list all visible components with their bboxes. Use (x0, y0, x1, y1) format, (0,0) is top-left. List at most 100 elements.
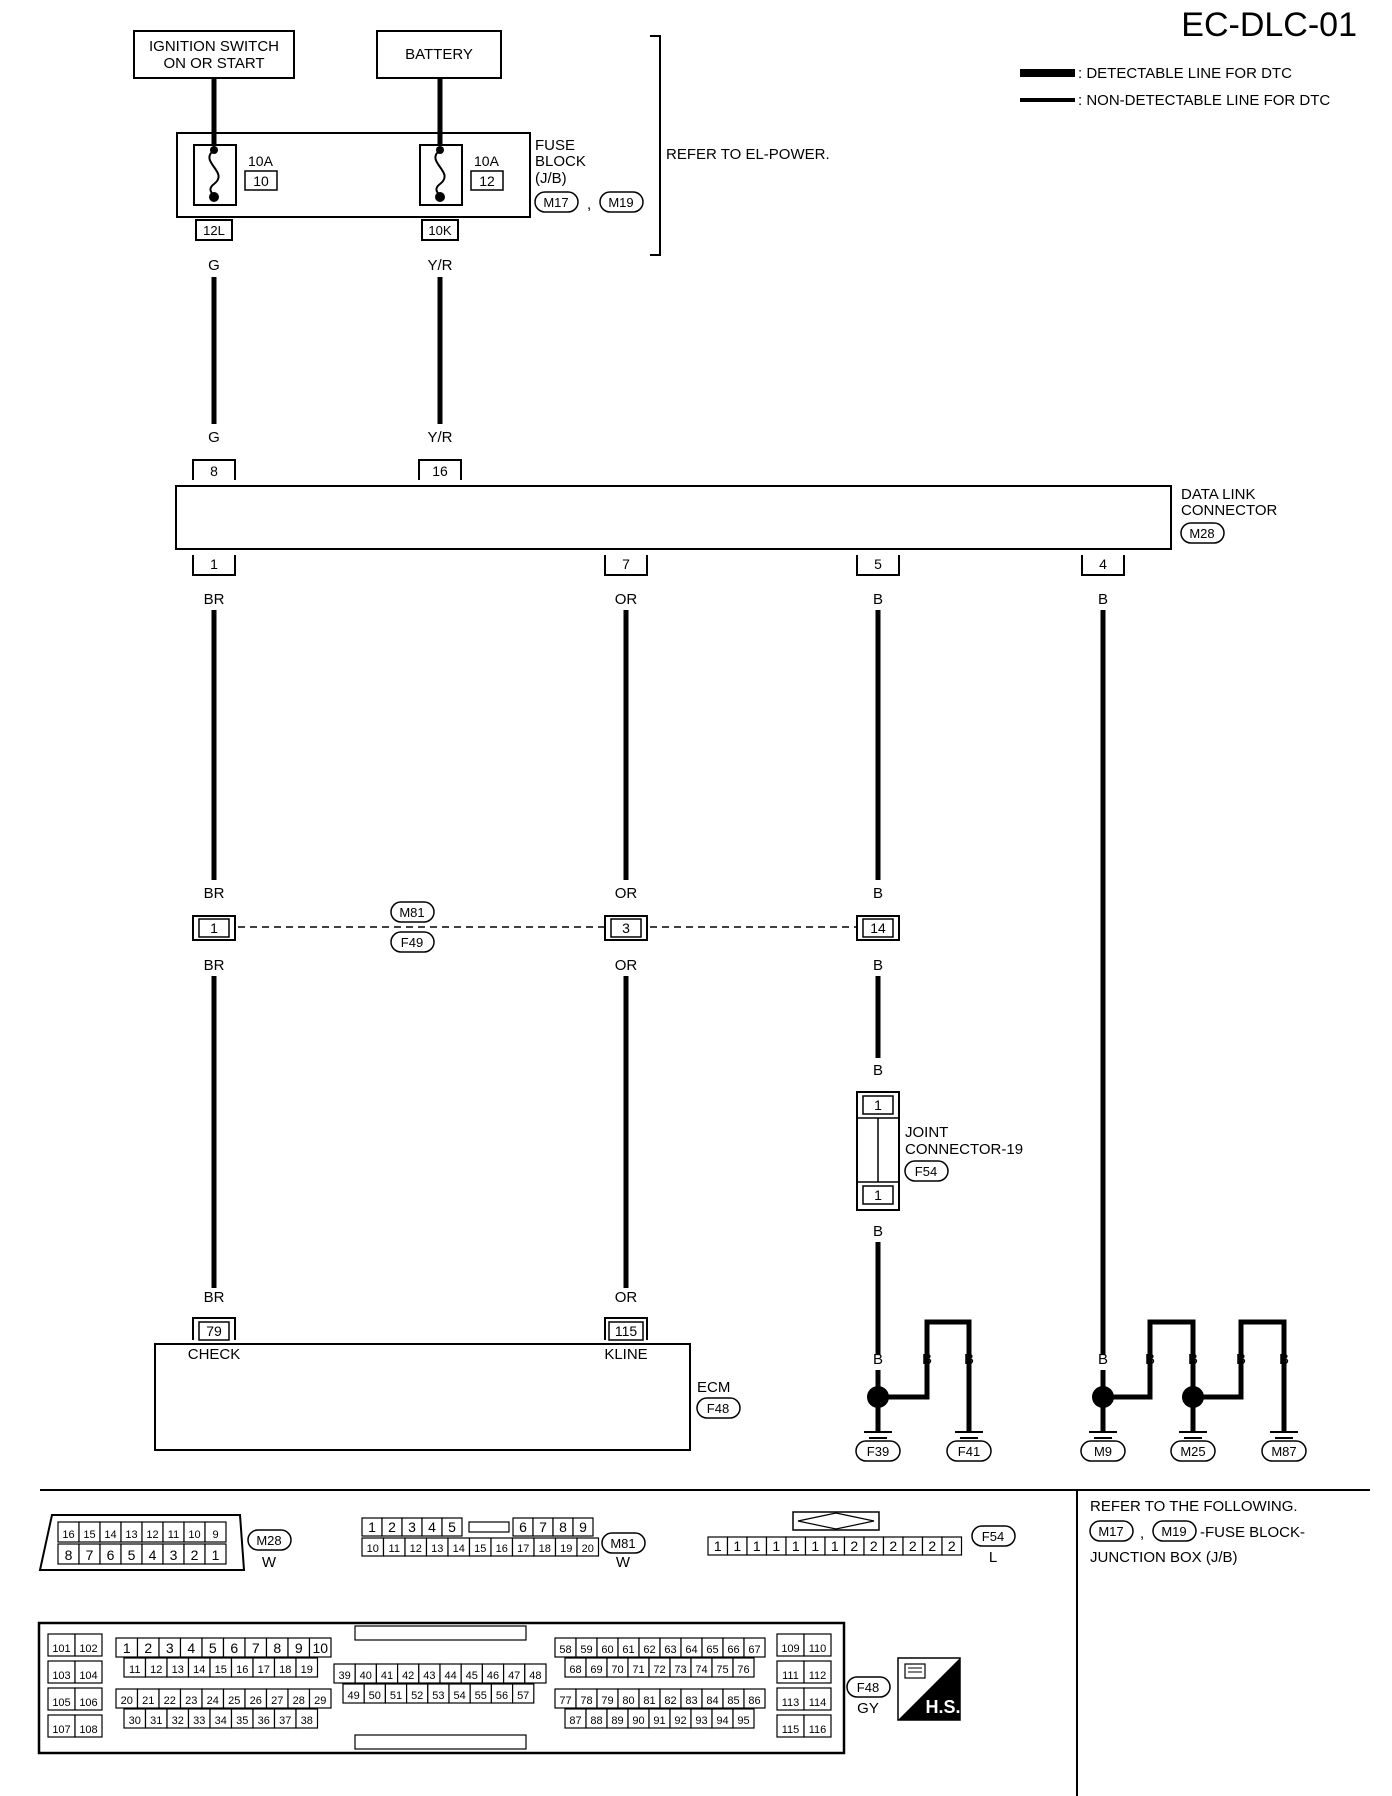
f48-cavity-84: 84 (706, 1695, 718, 1707)
f48-top-lock (354, 1625, 527, 1641)
ground-wire-color-1: B (873, 1351, 883, 1368)
f48-cavity-115: 115 (782, 1724, 800, 1736)
ground-symbol-m9: M9 (1080, 1431, 1126, 1462)
f48-cavity-59: 59 (580, 1644, 592, 1656)
wire-color-b-6: B (873, 1223, 883, 1240)
f48-cavity-113: 113 (782, 1697, 800, 1709)
f48-cavity-10: 10 (312, 1640, 328, 1656)
m28-cavity-5: 5 (128, 1547, 136, 1563)
refer-following-line3: JUNCTION BOX (J/B) (1090, 1549, 1238, 1566)
f48-cavity-box (803, 1714, 832, 1738)
ground-symbol-m87: M87 (1261, 1431, 1307, 1462)
f48-cavity-17: 17 (258, 1664, 270, 1676)
f48-cavity-111: 111 (782, 1670, 799, 1682)
f48-cavity-34: 34 (215, 1715, 227, 1727)
m28-cavity-box (204, 1543, 227, 1565)
f48-cavity-box (732, 1657, 755, 1678)
m81-cavity-18: 18 (539, 1543, 551, 1555)
m81-cavity-5: 5 (448, 1519, 456, 1535)
wire-color-br-2: BR (204, 885, 225, 902)
f48-cavity-67: 67 (748, 1644, 760, 1656)
fuse-12-amp: 10A (474, 153, 500, 169)
f48-cavity-box (295, 1708, 319, 1729)
f54-cavity-2: 2 (850, 1538, 858, 1554)
f54-cavity-1: 1 (792, 1538, 800, 1554)
fuse-block-label-3: (J/B) (535, 170, 567, 187)
f48-cavity-88: 88 (590, 1715, 602, 1727)
f48-cavity-94: 94 (716, 1715, 728, 1727)
f48-cavity-4: 4 (187, 1640, 195, 1656)
f48-cavity-39: 39 (338, 1670, 350, 1682)
f48-cavity-18: 18 (279, 1664, 291, 1676)
f48-cavity-51: 51 (390, 1690, 402, 1702)
m28-cavity-14: 14 (104, 1529, 116, 1541)
f48-cavity-90: 90 (632, 1715, 644, 1727)
fuse-block-conn-separator: , (587, 196, 591, 213)
f48-cavity-23: 23 (185, 1695, 197, 1707)
f48-cavity-105: 105 (52, 1697, 70, 1709)
f48-cavity-48: 48 (529, 1670, 541, 1682)
f54-cavity-2: 2 (870, 1538, 878, 1554)
f48-cavity-57: 57 (517, 1690, 529, 1702)
f48-cavity-49: 49 (347, 1690, 359, 1702)
f48-bottom-lock (354, 1734, 527, 1750)
joint-pin-top: 1 (874, 1097, 882, 1113)
m81-cavity-3: 3 (408, 1519, 416, 1535)
f54-cavity-1: 1 (772, 1538, 780, 1554)
dlc-pin-4: 4 (1099, 556, 1107, 572)
f48-cavity-1: 1 (123, 1640, 131, 1656)
dlc-label-2: CONNECTOR (1181, 502, 1278, 519)
f48-cavity-2: 2 (144, 1640, 152, 1656)
f48-cavity-43: 43 (423, 1670, 435, 1682)
dlc-pin-1: 1 (210, 556, 218, 572)
m81-cavity-6: 6 (519, 1519, 527, 1535)
m81-lock-tab (468, 1521, 510, 1533)
f48-cavity-box (295, 1657, 319, 1678)
f48-cavity-7: 7 (252, 1640, 260, 1656)
inline-conn-m81: M81 (399, 905, 424, 920)
m28-cavity-box (204, 1521, 227, 1543)
view-f54-code: F54 (982, 1529, 1004, 1544)
ecm-pin-79: 79 (206, 1323, 222, 1339)
f48-cavity-102: 102 (79, 1643, 97, 1655)
ground-m87: M87 (1271, 1444, 1296, 1459)
joint-pin-bottom: 1 (874, 1187, 882, 1203)
f48-cavity-70: 70 (611, 1664, 623, 1676)
f54-cavity-box (941, 1536, 963, 1556)
hs-connector-icon (904, 1663, 926, 1679)
f48-cavity-108: 108 (79, 1724, 97, 1736)
dlc-conn-m28: M28 (1189, 526, 1214, 541)
f48-cavity-14: 14 (193, 1664, 205, 1676)
f48-cavity-24: 24 (207, 1695, 219, 1707)
f48-cavity-box (803, 1687, 832, 1711)
wire-color-b-2: B (1098, 591, 1108, 608)
f48-cavity-box (803, 1660, 832, 1684)
f48-cavity-8: 8 (273, 1640, 281, 1656)
f48-cavity-53: 53 (432, 1690, 444, 1702)
refer-following-line1: REFER TO THE FOLLOWING. (1090, 1498, 1298, 1515)
f48-cavity-77: 77 (559, 1695, 571, 1707)
ground-symbol-m25: M25 (1170, 1431, 1216, 1462)
m81-cavity-20: 20 (582, 1543, 594, 1555)
f48-cavity-110: 110 (809, 1643, 827, 1655)
f48-cavity-box (74, 1633, 103, 1657)
wire-color-yr-bottom: Y/R (427, 429, 452, 446)
dlc-pin-8: 8 (210, 463, 218, 479)
f48-cavity-72: 72 (653, 1664, 665, 1676)
inline-pin-14: 14 (870, 920, 886, 936)
f48-cavity-116: 116 (809, 1724, 827, 1736)
ground-network: B B B B B B B B F39 F41 (855, 1319, 1307, 1462)
wire-color-or-1: OR (615, 591, 638, 608)
m81-cavity-2: 2 (388, 1519, 396, 1535)
ground-m9: M9 (1094, 1444, 1112, 1459)
f48-cavity-106: 106 (79, 1697, 97, 1709)
f48-cavity-109: 109 (781, 1643, 799, 1655)
f48-cavity-60: 60 (601, 1644, 613, 1656)
diagram-title: EC-DLC-01 (1181, 6, 1357, 44)
m28-cavity-6: 6 (107, 1547, 115, 1563)
m81-cavity-12: 12 (410, 1543, 422, 1555)
f48-cavity-103: 103 (52, 1670, 70, 1682)
m28-cavity-8: 8 (65, 1547, 73, 1563)
